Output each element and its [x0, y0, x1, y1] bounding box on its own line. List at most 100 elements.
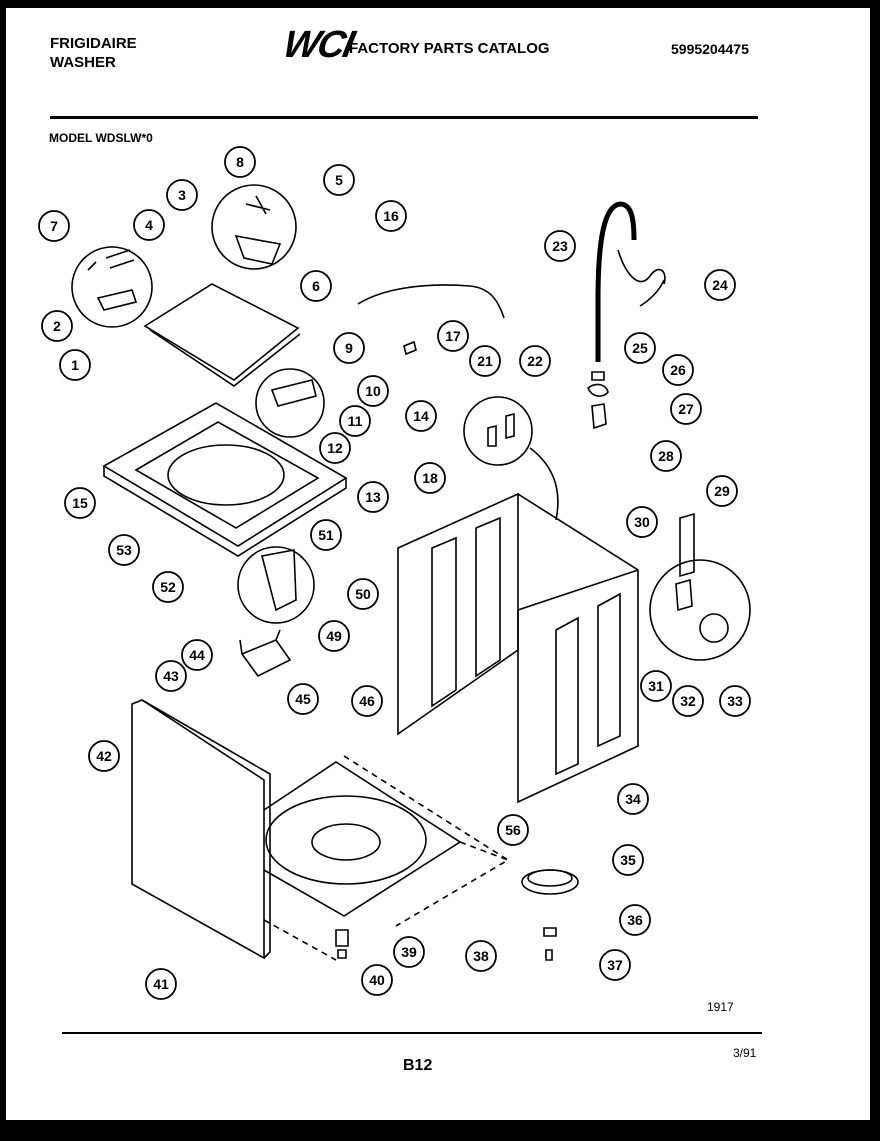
callout-24: 24 — [704, 269, 736, 301]
figure-number: 1917 — [707, 1000, 734, 1014]
callout-45: 45 — [287, 683, 319, 715]
hinge-detail-circle — [71, 246, 153, 328]
front-panel — [131, 699, 265, 960]
callout-circle — [650, 440, 682, 472]
callout-15: 15 — [64, 487, 96, 519]
callout-number: 44 — [189, 647, 205, 663]
callout-circle — [310, 519, 342, 551]
callout-circle — [38, 210, 70, 242]
callout-number: 38 — [473, 948, 489, 964]
callout-circle — [41, 310, 73, 342]
callout-number: 28 — [658, 448, 674, 464]
catalog-sheet — [6, 8, 870, 1120]
callout-13: 13 — [357, 481, 389, 513]
callout-number: 30 — [634, 514, 650, 530]
callout-14: 14 — [405, 400, 437, 432]
callout-10: 10 — [357, 375, 389, 407]
coupling-detail-circle — [463, 396, 533, 466]
callout-number: 43 — [163, 668, 179, 684]
callout-circle — [357, 375, 389, 407]
callout-number: 49 — [326, 628, 342, 644]
callout-circle — [393, 936, 425, 968]
washer-lid — [143, 283, 300, 381]
catalog-date: 3/91 — [733, 1046, 757, 1060]
latch-detail-circle — [211, 184, 297, 270]
callout-9: 9 — [333, 332, 365, 364]
callout-number: 5 — [335, 172, 343, 188]
callout-32: 32 — [672, 685, 704, 717]
callout-circle — [361, 964, 393, 996]
callout-number: 11 — [348, 413, 363, 429]
callout-7: 7 — [38, 210, 70, 242]
callout-circle — [640, 670, 672, 702]
callout-number: 51 — [318, 527, 334, 543]
callout-29: 29 — [706, 475, 738, 507]
callout-56: 56 — [497, 814, 529, 846]
callout-17: 17 — [437, 320, 469, 352]
callout-3: 3 — [166, 179, 198, 211]
callout-circle — [465, 940, 497, 972]
callout-6: 6 — [300, 270, 332, 302]
callout-circle — [155, 660, 187, 692]
callout-circle — [347, 578, 379, 610]
callout-circle — [626, 506, 658, 538]
callout-46: 46 — [351, 685, 383, 717]
header-rule — [50, 116, 758, 119]
callout-21: 21 — [469, 345, 501, 377]
callout-number: 10 — [365, 383, 381, 399]
callout-number: 52 — [160, 579, 176, 595]
callout-number: 39 — [401, 944, 417, 960]
callout-12: 12 — [319, 432, 351, 464]
drain-hose — [595, 201, 637, 362]
callout-circle — [319, 432, 351, 464]
callout-number: 42 — [96, 748, 112, 764]
callout-number: 9 — [345, 340, 353, 356]
callout-number: 32 — [680, 693, 696, 709]
callout-circle — [339, 405, 371, 437]
callout-circle — [704, 269, 736, 301]
callout-circle — [670, 393, 702, 425]
model-label: MODEL WDSLW*0 — [49, 131, 153, 145]
callout-circle — [287, 683, 319, 715]
callout-40: 40 — [361, 964, 393, 996]
callout-22: 22 — [519, 345, 551, 377]
callout-37: 37 — [599, 949, 631, 981]
callout-circle — [351, 685, 383, 717]
callout-circle — [414, 462, 446, 494]
callout-18: 18 — [414, 462, 446, 494]
catalog-part-number: 5995204475 — [671, 41, 749, 57]
callout-circle — [672, 685, 704, 717]
callout-number: 36 — [627, 912, 643, 928]
base-frame — [263, 761, 462, 917]
callout-circle — [152, 571, 184, 603]
callout-circle — [375, 200, 407, 232]
callout-circle — [519, 345, 551, 377]
callout-circle — [181, 639, 213, 671]
callout-41: 41 — [145, 968, 177, 1000]
brake-detail-circle — [237, 546, 315, 624]
callout-number: 16 — [383, 208, 399, 224]
cabinet-right-panel — [517, 493, 639, 804]
callout-circle — [323, 164, 355, 196]
callout-circle — [497, 814, 529, 846]
top-panel — [102, 402, 348, 547]
catalog-title: FACTORY PARTS CATALOG — [349, 40, 550, 57]
page-reference: B12 — [403, 1057, 433, 1074]
callout-circle — [300, 270, 332, 302]
callout-number: 7 — [50, 218, 58, 234]
callout-number: 3 — [178, 187, 186, 203]
callout-23: 23 — [544, 230, 576, 262]
callout-circle — [662, 354, 694, 386]
callout-16: 16 — [375, 200, 407, 232]
latch-part — [234, 195, 282, 265]
appliance-type: WASHER — [50, 54, 116, 71]
callout-circle — [624, 332, 656, 364]
callout-number: 14 — [413, 408, 429, 424]
callout-circle — [88, 740, 120, 772]
callout-number: 29 — [714, 483, 730, 499]
callout-26: 26 — [662, 354, 694, 386]
motor-detail-circle — [649, 559, 751, 661]
callout-number: 33 — [727, 693, 743, 709]
callout-number: 17 — [445, 328, 461, 344]
callout-circle — [599, 949, 631, 981]
